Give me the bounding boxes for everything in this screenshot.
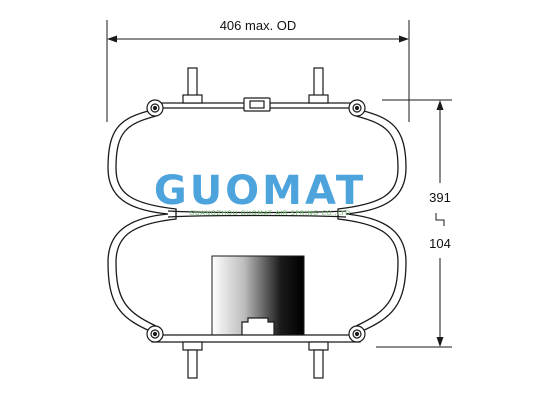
bottom-plate (149, 334, 363, 343)
bottom-right-bead (348, 325, 366, 343)
od-extension-lines (106, 20, 410, 122)
od-dimension-line (107, 35, 409, 43)
height-extension-lines (376, 99, 452, 348)
height-range-symbol (435, 213, 445, 226)
brand-tagline: GUANGZHOU GUOMAT AIR SPRING CO.,LTD (189, 209, 351, 217)
top-right-stud (308, 67, 329, 104)
bellows-outline (107, 109, 407, 333)
piston (211, 255, 305, 343)
height-min-label: 104 (429, 236, 451, 251)
bottom-right-stud (308, 341, 329, 379)
od-dimension-label: 406 max. OD (220, 18, 297, 33)
bottom-left-bead (146, 325, 164, 343)
top-plate (149, 97, 363, 112)
top-right-bead (348, 99, 366, 117)
bottom-left-stud (182, 341, 203, 379)
brand-watermark: GUOMAT (154, 168, 366, 214)
top-left-stud (182, 67, 203, 104)
height-max-label: 391 (429, 190, 451, 205)
height-dimension-line (436, 100, 444, 347)
top-left-bead (146, 99, 164, 117)
